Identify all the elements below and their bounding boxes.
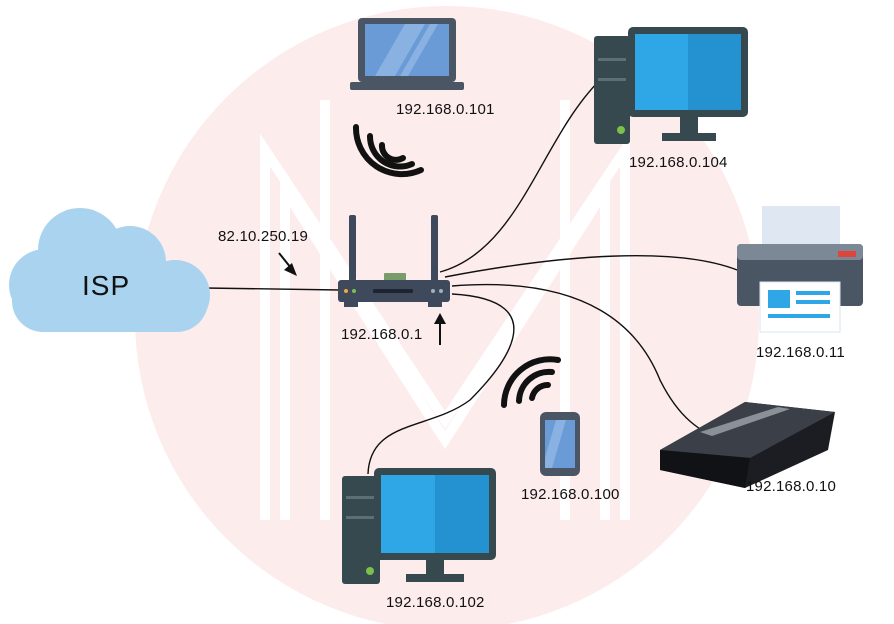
wire-isp (204, 287, 341, 291)
router-wan-ip: 82.10.250.19 (218, 228, 308, 245)
wifi-icon-laptop (352, 124, 424, 178)
lan-arrow (434, 313, 446, 345)
console-ip: 192.168.0.10 (746, 478, 836, 495)
printer-ip: 192.168.0.11 (756, 344, 845, 361)
laptop-icon (350, 18, 464, 90)
wire-desktop-top (439, 79, 601, 273)
desktop-bottom-icon (342, 468, 496, 584)
wire-printer (444, 255, 743, 278)
desktop-bottom-ip: 192.168.0.102 (386, 594, 485, 611)
wan-arrow (278, 252, 297, 276)
desktop-top-icon (594, 27, 748, 144)
wifi-icon-phone (501, 356, 561, 408)
isp-cloud (9, 208, 210, 332)
isp-label: ISP (82, 270, 131, 301)
wire-console (451, 284, 721, 441)
desktop-top-ip: 192.168.0.104 (629, 154, 728, 171)
console-icon (660, 402, 835, 488)
watermark-logo (260, 100, 630, 520)
phone-icon (540, 412, 580, 476)
router-lan-ip: 192.168.0.1 (341, 326, 423, 343)
phone-ip: 192.168.0.100 (521, 486, 620, 503)
printer-icon (737, 206, 863, 333)
wire-desktop-bottom (367, 293, 515, 475)
laptop-ip: 192.168.0.101 (396, 101, 495, 118)
wires (204, 79, 743, 475)
router-icon (338, 215, 450, 307)
